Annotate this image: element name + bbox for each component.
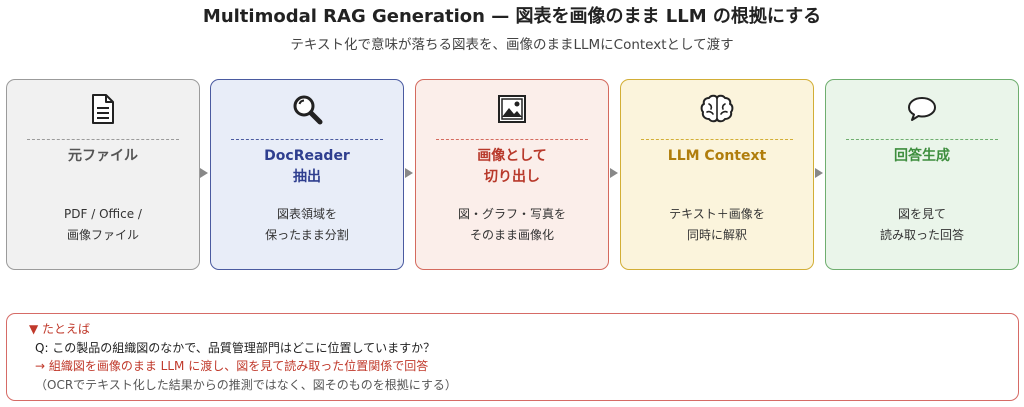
step-docreader-extract: DocReader 抽出 図表領域を 保ったまま分割 xyxy=(210,79,404,270)
step-divider xyxy=(641,139,793,140)
step-name: 回答生成 xyxy=(826,146,1018,167)
step-name: LLM Context xyxy=(621,146,813,167)
step-desc-line: 読み取った回答 xyxy=(879,228,964,242)
step-name-line: 抽出 xyxy=(293,169,321,185)
step-llm-context: LLM Context テキスト＋画像を 同時に解釈 xyxy=(620,79,814,270)
example-heading: ▼ たとえば xyxy=(29,322,91,336)
flow-arrow-icon xyxy=(200,168,208,178)
step-desc-line: 画像ファイル xyxy=(66,228,139,242)
step-divider xyxy=(846,139,998,140)
step-name-line: 画像として xyxy=(477,148,547,164)
step-name-line: 元ファイル xyxy=(68,148,138,164)
page-subtitle: テキスト化で意味が落ちる図表を、画像のままLLMにContextとして渡す xyxy=(290,37,734,53)
step-desc-line: PDF / Office / xyxy=(64,207,142,221)
step-desc-line: テキスト＋画像を xyxy=(669,207,765,221)
step-description: 図を見て 読み取った回答 xyxy=(826,204,1018,246)
example-question: Q: この製品の組織図のなかで、品質管理部門はどこに位置していますか？ xyxy=(35,340,436,355)
step-name-line: LLM Context xyxy=(667,148,767,164)
example-answer: → 組織図を画像のまま LLM に渡し、図を見て読み取った位置関係で回答 xyxy=(35,359,429,373)
step-description: 図表領域を 保ったまま分割 xyxy=(211,204,403,246)
magnifier-icon xyxy=(211,92,403,126)
speech-bubble-icon xyxy=(826,92,1018,126)
flow-arrow-icon xyxy=(405,168,413,178)
step-name-line: 回答生成 xyxy=(894,148,950,164)
step-divider xyxy=(436,139,588,140)
step-description: テキスト＋画像を 同時に解釈 xyxy=(621,204,813,246)
step-answer-generation: 回答生成 図を見て 読み取った回答 xyxy=(825,79,1019,270)
example-note: （OCRでテキスト化した結果からの推測ではなく、図そのものを根拠にする） xyxy=(35,377,457,392)
step-desc-line: 保ったまま分割 xyxy=(265,228,349,242)
step-desc-line: 図・グラフ・写真を xyxy=(457,207,566,221)
picture-icon xyxy=(416,92,608,126)
step-divider xyxy=(27,139,179,140)
step-name: 画像として 切り出し xyxy=(416,146,608,188)
page-title: Multimodal RAG Generation — 図表を画像のまま LLM… xyxy=(202,6,822,27)
step-source-file: 元ファイル PDF / Office / 画像ファイル xyxy=(6,79,200,270)
step-desc-line: 図表領域を xyxy=(276,207,337,221)
step-divider xyxy=(231,139,383,140)
step-image-crop: 画像として 切り出し 図・グラフ・写真を そのまま画像化 xyxy=(415,79,609,270)
document-icon xyxy=(7,92,199,126)
step-desc-line: 図を見て xyxy=(897,207,946,221)
step-name-line: 切り出し xyxy=(484,169,540,185)
step-name: 元ファイル xyxy=(7,146,199,167)
step-name: DocReader 抽出 xyxy=(211,146,403,188)
step-name-line: DocReader xyxy=(264,148,350,164)
step-desc-line: 同時に解釈 xyxy=(686,228,747,242)
flow-arrow-icon xyxy=(610,168,618,178)
step-description: PDF / Office / 画像ファイル xyxy=(7,204,199,246)
step-description: 図・グラフ・写真を そのまま画像化 xyxy=(416,204,608,246)
flow-arrow-icon xyxy=(815,168,823,178)
step-desc-line: そのまま画像化 xyxy=(469,228,554,242)
example-box: ▼ たとえば Q: この製品の組織図のなかで、品質管理部門はどこに位置しています… xyxy=(6,313,1019,401)
brain-icon xyxy=(621,92,813,126)
